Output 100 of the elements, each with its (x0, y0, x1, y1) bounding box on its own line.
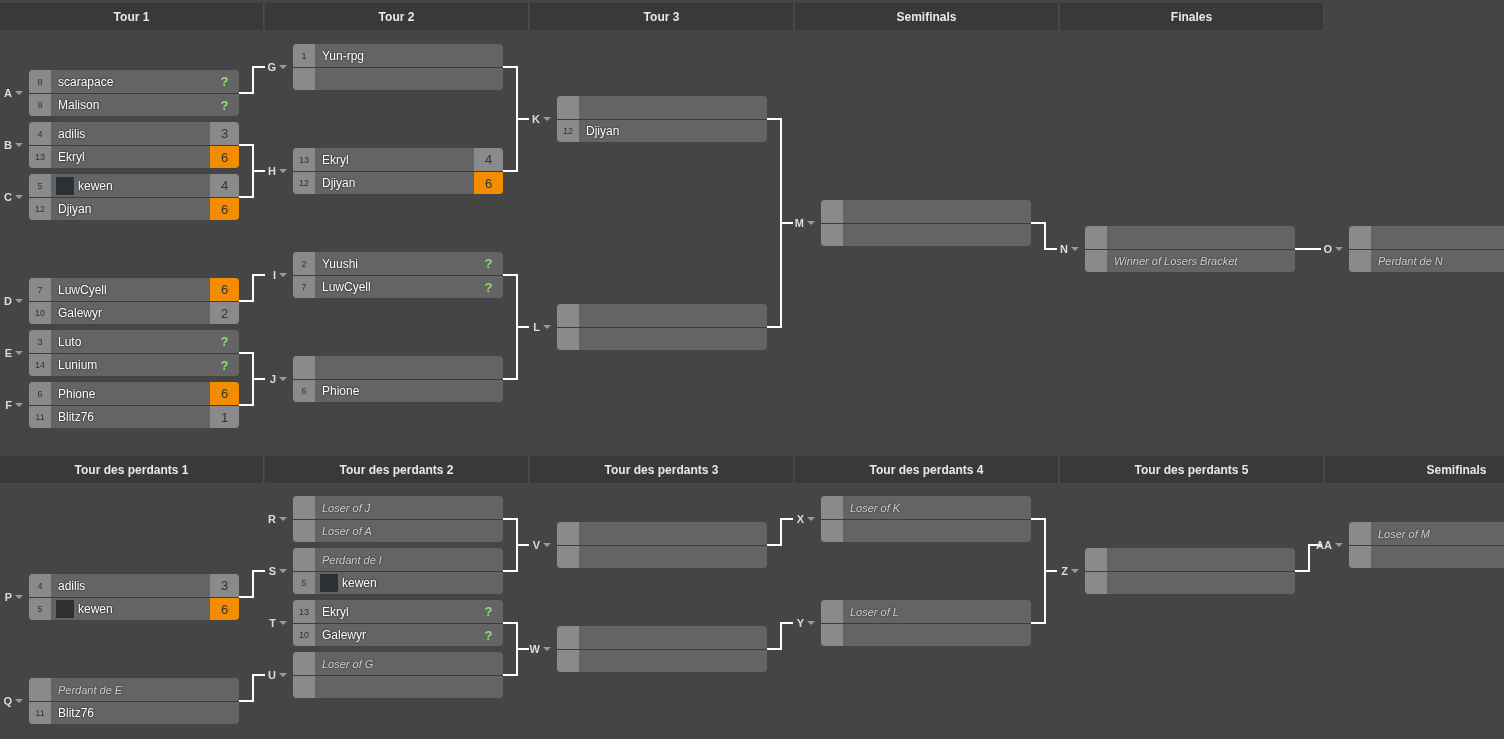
bracket-connector (502, 544, 530, 572)
player-name: Ekryl (321, 603, 350, 621)
player-name: adilis (57, 125, 87, 143)
player-row (29, 701, 239, 724)
empty-slot (557, 649, 767, 672)
player-row (29, 574, 239, 597)
pending-score: ? (219, 333, 230, 351)
bracket-connector (1030, 222, 1058, 250)
score: 6 (210, 278, 239, 301)
match-label: W (529, 643, 540, 655)
empty-slot (1349, 545, 1504, 568)
placeholder-text: Loser of K (849, 500, 902, 516)
bracket-connector (766, 622, 794, 650)
bracket-connector (238, 274, 266, 302)
column-header: Tour des perdants 4 (795, 456, 1059, 483)
match-label: AA (1316, 539, 1332, 551)
player-name: Luto (57, 333, 83, 351)
player-name: Yun-rpg (321, 47, 366, 65)
placeholder-text: Loser of G (321, 656, 375, 672)
empty-slot (293, 675, 503, 698)
match-label: X (796, 513, 804, 525)
bracket-connector (766, 518, 794, 546)
match-label: M (794, 217, 804, 229)
empty-slot (821, 519, 1031, 542)
score: 4 (210, 174, 239, 197)
player-row (293, 275, 503, 298)
seed-number: 12 (29, 198, 51, 220)
match-label: H (268, 165, 276, 177)
empty-slot (821, 623, 1031, 646)
match-label: Z (1061, 565, 1068, 577)
seed-number: 5 (293, 572, 315, 594)
seed-number: 12 (293, 172, 315, 194)
placeholder-row (821, 496, 1031, 519)
bracket-connector (238, 570, 266, 598)
player-name: LuwCyell (321, 279, 372, 296)
placeholder-text: Loser of A (321, 524, 373, 539)
player-row (29, 301, 239, 324)
player-name: Djiyan (57, 201, 93, 218)
score: 3 (210, 574, 239, 597)
match-label: Y (796, 617, 804, 629)
seed-number: 5 (29, 598, 51, 620)
empty-slot (293, 67, 503, 90)
score: 6 (210, 598, 239, 620)
match-label: L (533, 321, 540, 333)
player-name: kewen (341, 575, 378, 592)
bracket-connector (238, 674, 266, 702)
column-header: Tour des perdants 1 (0, 456, 264, 483)
empty-slot (293, 356, 503, 379)
empty-slot (557, 327, 767, 350)
match-label: U (268, 669, 276, 681)
player-row (293, 623, 503, 646)
player-name: Galewyr (57, 305, 103, 322)
seed-number: 9 (29, 94, 51, 116)
player-row (29, 93, 239, 116)
player-name: kewen (77, 601, 114, 618)
pending-score: ? (219, 96, 230, 115)
player-name: Lunium (57, 357, 99, 374)
empty-slot (1085, 571, 1295, 594)
pending-score: ? (483, 255, 494, 273)
seed-number: 11 (29, 702, 51, 724)
placeholder-text: Loser of L (849, 604, 900, 620)
seed-number: 1 (293, 44, 315, 67)
placeholder-text: Loser of M (1377, 526, 1431, 542)
player-row (293, 379, 503, 402)
player-row (29, 145, 239, 168)
score: 6 (210, 198, 239, 220)
seed-number: 13 (29, 146, 51, 168)
bracket-connector (238, 378, 266, 406)
seed-number: 8 (29, 70, 51, 93)
match-label: J (269, 373, 276, 385)
seed-number: 13 (293, 148, 315, 171)
match-label: I (272, 269, 276, 281)
player-row (293, 252, 503, 275)
seed-number: 4 (29, 122, 51, 145)
player-name: Galewyr (321, 627, 367, 644)
pending-score: ? (483, 626, 494, 645)
placeholder-row (29, 678, 239, 701)
empty-slot (557, 304, 767, 327)
empty-slot (1349, 226, 1504, 249)
bracket-connector (502, 648, 530, 676)
seed-number: 14 (29, 354, 51, 376)
player-name: Ekryl (57, 149, 86, 166)
bracket-connector (502, 118, 530, 172)
player-row (293, 44, 503, 67)
empty-slot (1085, 548, 1295, 571)
column-header: Finales (1060, 3, 1324, 30)
match-label: R (268, 513, 276, 525)
player-row (29, 382, 239, 405)
seed-number: 13 (293, 600, 315, 623)
placeholder-row (1085, 249, 1295, 272)
score: 6 (210, 382, 239, 405)
player-row (293, 148, 503, 171)
player-row (557, 119, 767, 142)
seed-number: 6 (293, 380, 315, 402)
empty-slot (821, 200, 1031, 223)
player-row (29, 405, 239, 428)
column-header: Tour 3 (530, 3, 794, 30)
player-name: Phione (57, 385, 97, 403)
placeholder-row (293, 496, 503, 519)
bracket-connector (766, 222, 794, 328)
